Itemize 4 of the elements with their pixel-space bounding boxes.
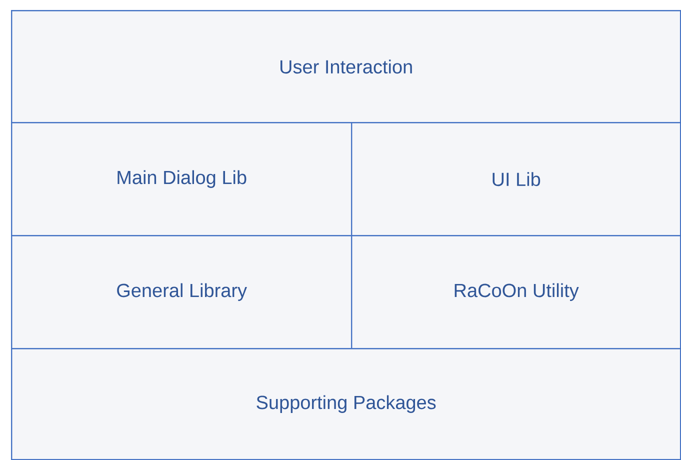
layer-box: UI Lib xyxy=(351,122,681,236)
layer-box: RaCoOn Utility xyxy=(351,235,681,350)
layer-box: General Library xyxy=(11,235,352,350)
layer-box: Main Dialog Lib xyxy=(11,122,352,236)
